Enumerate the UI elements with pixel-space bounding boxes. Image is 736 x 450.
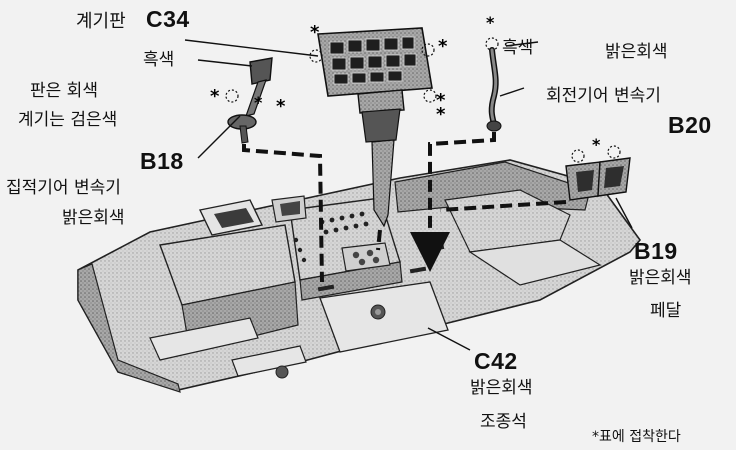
gauge-cluster [329,36,417,85]
b19-code-label: B19 [634,238,678,264]
b20-name-label: 회전기어 변속기 [546,86,661,106]
svg-text:*: * [436,104,446,125]
b20-color-label: 밝은회색 [605,42,668,62]
b19-name-label: 페달 [650,301,682,321]
gauges-black-label: 계기는 검은색 [18,110,118,130]
b18-color-label: 밝은회색 [62,208,125,228]
panel-code-label: C34 [146,6,190,32]
b18-code-label: B18 [140,148,184,174]
floor-panel-center [319,281,449,353]
svg-text:*: * [210,86,220,107]
svg-text:*: * [436,90,446,111]
black-left-label: 흑색 [143,50,175,70]
svg-text:*: * [310,22,320,43]
footnote-label: *표에 접착한다 [592,429,681,445]
c42-name-label: 조종석 [480,412,527,432]
b20-code-label: B20 [668,112,712,138]
cyclic-stick-b20: * [485,13,502,132]
b18-name-label: 집적기어 변속기 [6,178,121,198]
c42-color-label: 밝은회색 [470,378,533,398]
svg-text:*: * [254,93,263,112]
svg-text:*: * [276,96,286,117]
pedals-b19: * [565,135,631,201]
svg-text:*: * [592,135,601,154]
assembly-guides [242,132,567,283]
console-switches [293,211,369,263]
leader-lines [184,39,633,351]
svg-text:*: * [438,36,448,57]
cockpit-front-bulkhead [394,161,591,213]
cockpit-left-rim [77,263,181,393]
panel-name-label: 계기판 [76,11,126,32]
b19-color-label: 밝은회색 [629,268,692,288]
instrument-panel-c34: * * * * [309,22,448,228]
board-gray-label: 판은 회색 [30,81,98,101]
collective-lever-b18: * * * [210,57,286,144]
black-right-label: 흑색 [502,38,534,58]
cockpit-tub-c42 [77,159,642,393]
svg-text:*: * [486,13,495,32]
c42-code-label: C42 [474,348,518,374]
